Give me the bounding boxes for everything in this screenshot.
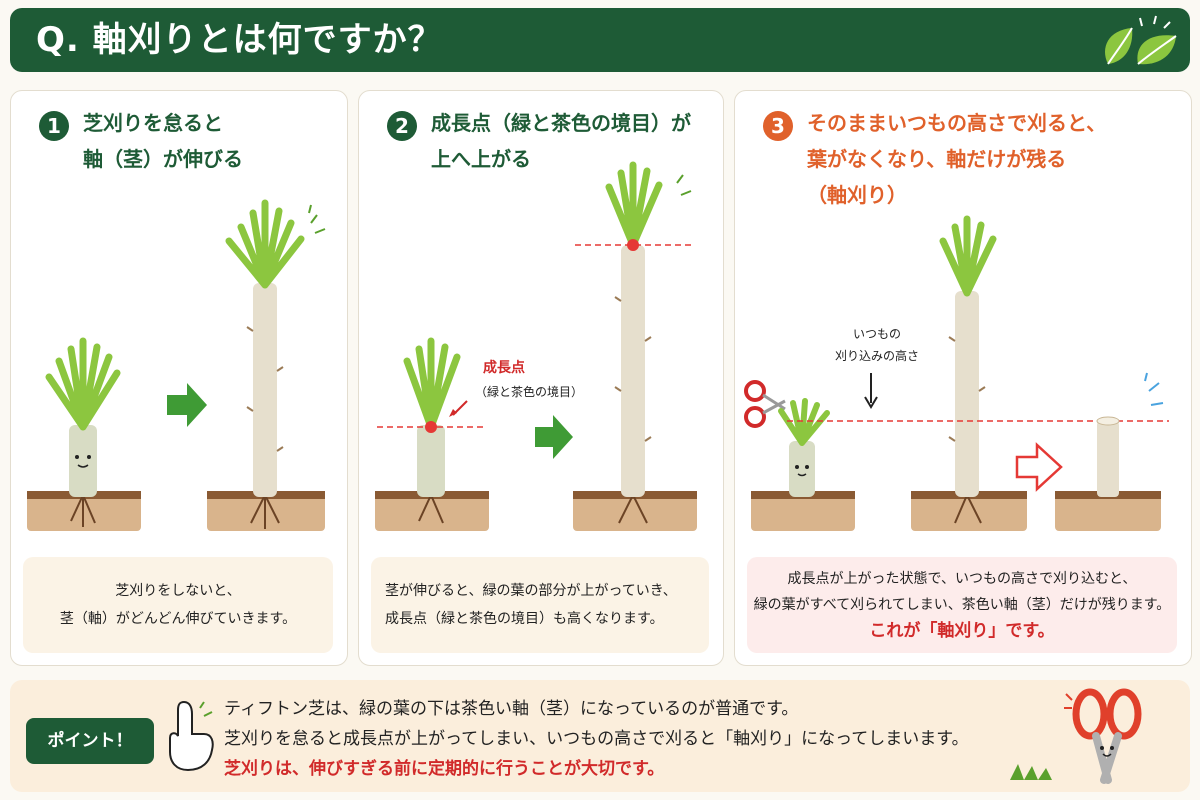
caption-line: 成長点が上がった状態で、いつもの高さで刈り込むと、 bbox=[787, 571, 1137, 587]
step-2-panel: 2 成長点（緑と茶色の境目）が 上へ上がる 成長点 （緑と茶色の境目） 茎が伸び… bbox=[358, 90, 724, 666]
point-section: ポイント！ ティフトン芝は、緑の葉の下は茶色い軸（茎）になっているのが普通です。… bbox=[10, 680, 1190, 792]
step-1-title: 芝刈りを怠ると 軸（茎）が伸びる bbox=[83, 105, 243, 177]
step-3-title-line: 葉がなくなり、軸だけが残る bbox=[807, 147, 1067, 171]
step-1-title-line: 軸（茎）が伸びる bbox=[83, 147, 243, 171]
step-2-number: 2 bbox=[387, 111, 417, 141]
growth-point-sublabel: （緑と茶色の境目） bbox=[475, 385, 584, 399]
step-3-caption: 成長点が上がった状態で、いつもの高さで刈り込むと、 緑の葉がすべて刈られてしまい… bbox=[747, 557, 1177, 653]
cut-height-label-line: 刈り込みの高さ bbox=[835, 349, 920, 363]
cut-height-label-line: いつもの bbox=[853, 327, 902, 341]
caption-line: 成長点（緑と茶色の境目）も高くなります。 bbox=[385, 611, 664, 627]
step-2-caption: 茎が伸びると、緑の葉の部分が上がっていき、 成長点（緑と茶色の境目）も高くなりま… bbox=[371, 557, 709, 653]
step-3-title: そのままいつもの高さで刈ると、 葉がなくなり、軸だけが残る （軸刈り） bbox=[807, 105, 1106, 213]
caption-line: 茎（軸）がどんどん伸びていきます。 bbox=[59, 611, 297, 627]
step-1-illustration bbox=[27, 199, 326, 531]
step-1-caption: 芝刈りをしないと、 茎（軸）がどんどん伸びていきます。 bbox=[23, 557, 333, 653]
caption-line: 茎が伸びると、緑の葉の部分が上がっていき、 bbox=[385, 583, 677, 599]
growth-point-label: 成長点 bbox=[483, 360, 525, 376]
pointing-hand-icon bbox=[169, 700, 214, 772]
step-2-title-line: 成長点（緑と茶色の境目）が bbox=[431, 111, 691, 135]
point-line: 芝刈りを怠ると成長点が上がってしまい、いつもの高さで刈ると「軸刈り」になってしま… bbox=[224, 729, 969, 749]
point-emphasis: 芝刈りは、伸びすぎる前に定期的に行うことが大切です。 bbox=[224, 759, 665, 779]
cut-height-label: いつもの 刈り込みの高さ bbox=[835, 323, 919, 367]
step-3-panel: 3 そのままいつもの高さで刈ると、 葉がなくなり、軸だけが残る （軸刈り） bbox=[734, 90, 1192, 666]
scissors-icon bbox=[744, 380, 786, 428]
step-1-panel: 1 芝刈りを怠ると 軸（茎）が伸びる 芝刈りをしないと、 茎（軸）がどんどん伸び… bbox=[10, 90, 348, 666]
point-text: ティフトン芝は、緑の葉の下は茶色い軸（茎）になっているのが普通です。 芝刈りを怠… bbox=[224, 694, 969, 784]
page-header: Q. 軸刈りとは何ですか？ bbox=[10, 8, 1190, 72]
caption-line: 芝刈りをしないと、 bbox=[115, 583, 241, 599]
page-title: Q. 軸刈りとは何ですか？ bbox=[36, 20, 443, 60]
leaf-icon bbox=[1105, 15, 1177, 65]
scissors-mascot-icon bbox=[1010, 688, 1142, 784]
caption-emphasis: これが「軸刈り」です。 bbox=[869, 621, 1055, 641]
step-3-number: 3 bbox=[763, 111, 793, 141]
point-badge: ポイント！ bbox=[26, 718, 154, 764]
step-2-title: 成長点（緑と茶色の境目）が 上へ上がる bbox=[431, 105, 691, 177]
step-3-title-line: そのままいつもの高さで刈ると、 bbox=[807, 111, 1107, 135]
point-line: ティフトン芝は、緑の葉の下は茶色い軸（茎）になっているのが普通です。 bbox=[224, 699, 799, 719]
step-2-title-line: 上へ上がる bbox=[431, 147, 531, 171]
step-3-title-line: （軸刈り） bbox=[807, 183, 907, 207]
step-2-illustration bbox=[375, 161, 697, 531]
step-3-illustration bbox=[744, 215, 1169, 531]
caption-line: 緑の葉がすべて刈られてしまい、茶色い軸（茎）だけが残ります。 bbox=[753, 597, 1171, 613]
step-1-number: 1 bbox=[39, 111, 69, 141]
step-1-title-line: 芝刈りを怠ると bbox=[83, 111, 223, 135]
